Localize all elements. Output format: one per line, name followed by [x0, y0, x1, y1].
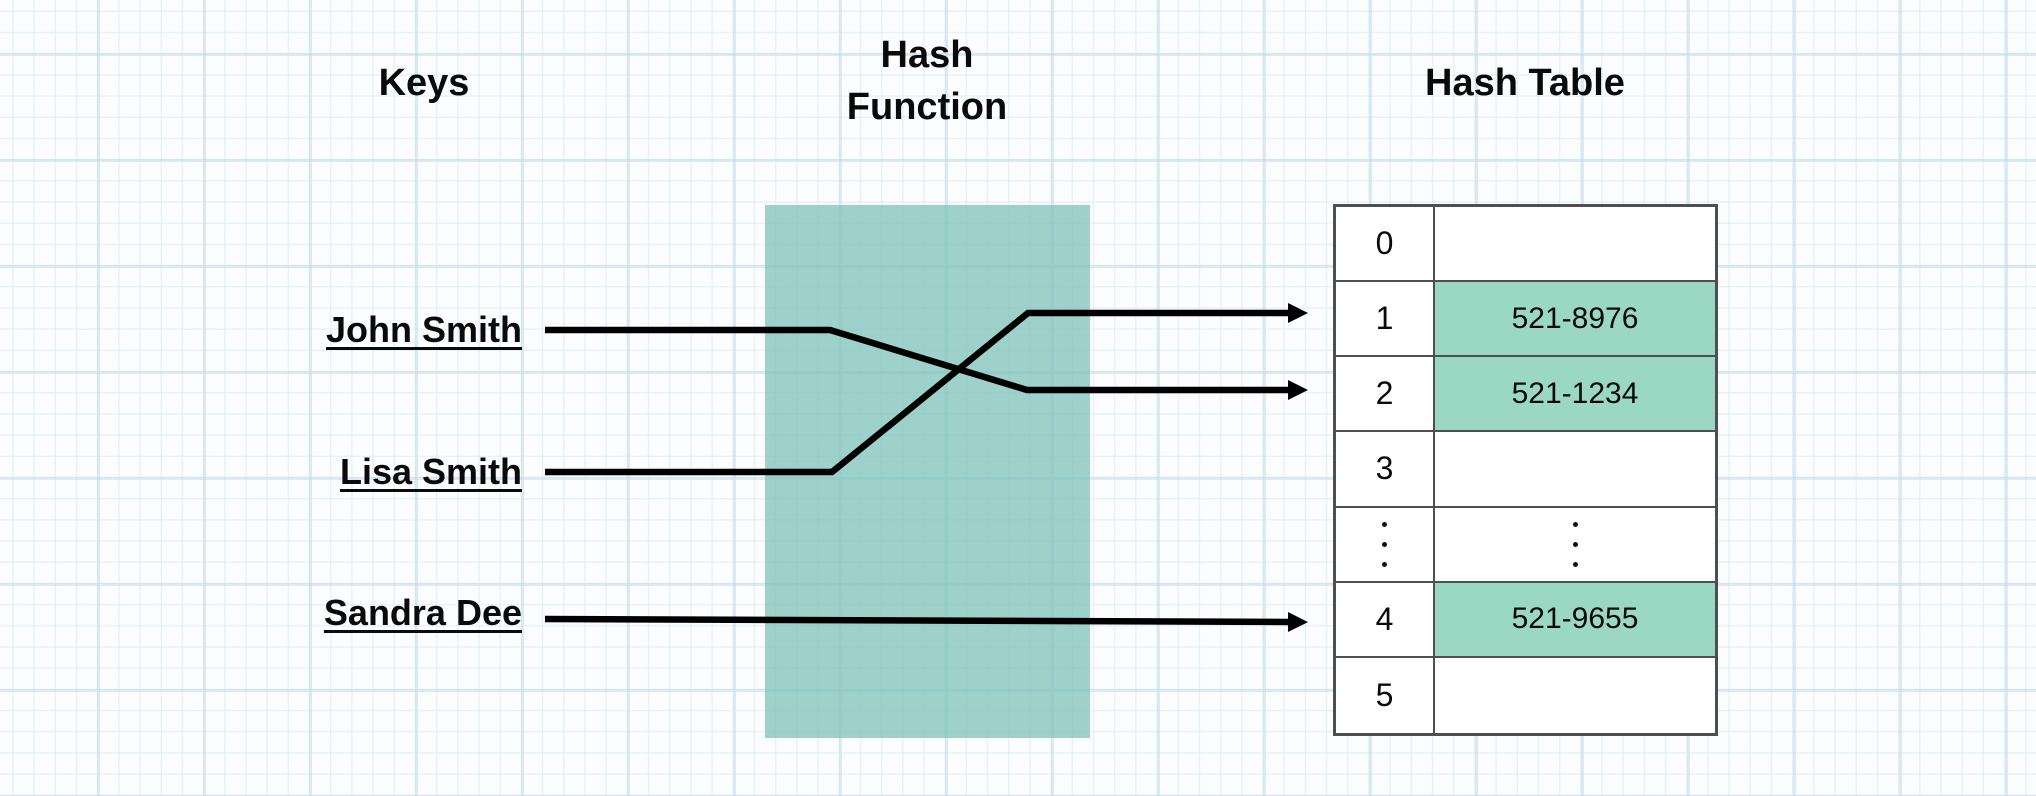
- table-row-2: 2 521-1234: [1336, 357, 1715, 433]
- vertical-ellipsis-dots: [1336, 507, 1435, 581]
- keys-column-title: Keys: [378, 62, 470, 104]
- slot-value: 521-1234: [1435, 357, 1715, 431]
- table-row-ellipsis: [1336, 507, 1715, 583]
- slot-index: 2: [1336, 357, 1435, 431]
- key-label-lisa-smith: Lisa Smith: [339, 451, 522, 492]
- hash-table: 0 1 521-8976 2 521-1234 3 4 521-9655: [1333, 204, 1718, 736]
- slot-value-empty: [1435, 432, 1715, 505]
- slot-value: 521-8976: [1435, 282, 1715, 356]
- vertical-ellipsis-dots: [1435, 508, 1715, 581]
- slot-index: 5: [1336, 657, 1435, 733]
- hash-function-box: [765, 205, 1090, 738]
- table-row-1: 1 521-8976: [1336, 282, 1715, 358]
- key-label-john-smith: John Smith: [326, 309, 522, 350]
- slot-index: 0: [1336, 207, 1435, 281]
- table-row-0: 0: [1336, 207, 1715, 283]
- slot-index: 4: [1336, 582, 1435, 656]
- slot-value-empty: [1435, 207, 1715, 280]
- slot-value-empty: [1435, 658, 1715, 733]
- table-row-5: 5: [1336, 657, 1715, 733]
- slot-value: 521-9655: [1435, 582, 1715, 656]
- hash-table-title: Hash Table: [1425, 62, 1625, 104]
- slot-index: 3: [1336, 432, 1435, 506]
- key-label-sandra-dee: Sandra Dee: [323, 592, 522, 633]
- slot-index: 1: [1336, 282, 1435, 356]
- table-row-3: 3: [1336, 432, 1715, 508]
- table-row-4: 4 521-9655: [1336, 582, 1715, 658]
- hash-function-title: Hash Function: [846, 34, 1008, 128]
